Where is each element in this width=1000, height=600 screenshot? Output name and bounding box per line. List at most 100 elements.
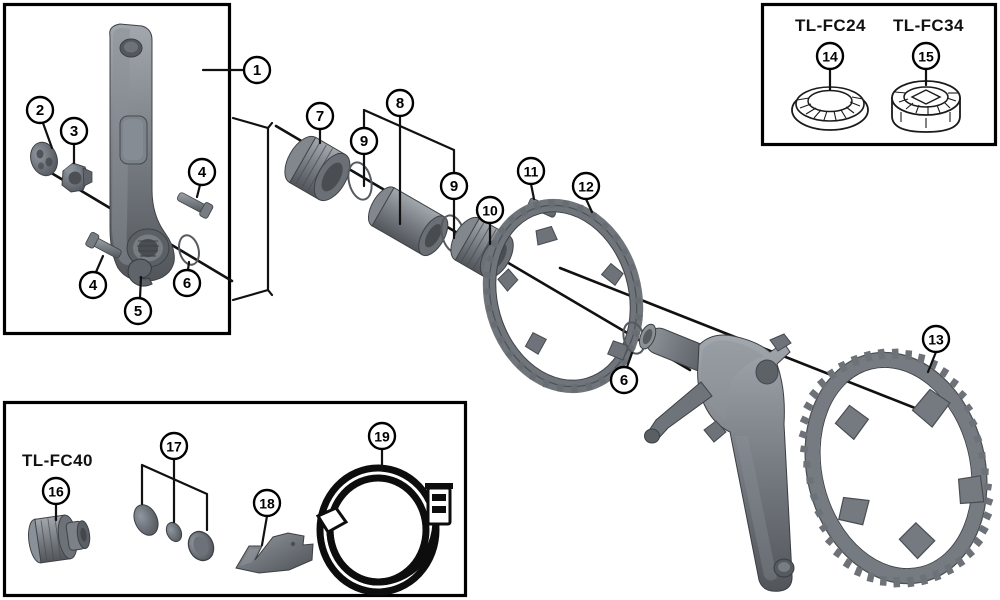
callout-7[interactable]: 7 [305, 101, 335, 131]
left-crank-arm [109, 23, 175, 282]
callout-5-circle [123, 296, 153, 326]
callout-8[interactable]: 8 [385, 88, 415, 118]
callout-6b-circle [609, 365, 639, 395]
callout-15[interactable]: 15 [911, 41, 941, 71]
bb-cup-right [450, 216, 514, 279]
leader-12 [584, 197, 594, 214]
callout-18-label: 18 [259, 496, 275, 512]
callout-14-label: 14 [822, 49, 838, 65]
callout-19-label: 19 [374, 429, 390, 445]
callout-18[interactable]: 18 [252, 488, 282, 518]
callout-7-label: 7 [316, 108, 324, 125]
callout-6a[interactable]: 6 [172, 268, 202, 298]
fixing-bolt-lower [85, 231, 122, 259]
callout-13-circle [921, 324, 951, 354]
callout-6a-label: 6 [183, 275, 191, 292]
callout-18-circle [252, 488, 282, 518]
lockring-tool [791, 86, 869, 131]
callout-13-label: 13 [928, 332, 944, 348]
safety-clip [127, 258, 153, 287]
leader-lines [41, 67, 938, 547]
callout-4b-circle [78, 270, 108, 300]
leader-13 [926, 350, 938, 374]
cable-connector-a [315, 506, 349, 535]
tool-label-tl-fc34: TL-FC34 [893, 16, 964, 35]
tool-label-tl-fc40: TL-FC40 [22, 451, 93, 470]
callout-15-label: 15 [918, 49, 934, 65]
callout-2[interactable]: 2 [25, 95, 55, 125]
callout-17[interactable]: 17 [159, 431, 189, 461]
callout-11[interactable]: 11 [516, 156, 546, 186]
callout-9a[interactable]: 9 [349, 126, 379, 156]
callout-14[interactable]: 14 [815, 41, 845, 71]
callout-1-circle [242, 55, 272, 85]
callout-4b[interactable]: 4 [78, 270, 108, 300]
callout-14-circle [815, 41, 845, 71]
charging-cable [315, 464, 453, 596]
leader-4b [94, 254, 105, 274]
callout-4a[interactable]: 4 [187, 157, 217, 187]
callout-13[interactable]: 13 [921, 324, 951, 354]
bb-tool [891, 80, 961, 133]
fixing-bolt-upper [177, 192, 214, 219]
outer-chainring [798, 348, 994, 588]
callout-19-circle [367, 421, 397, 451]
callout-6a-circle [172, 268, 202, 298]
callout-3-circle [59, 116, 89, 146]
leader-8-bracket [362, 108, 456, 175]
callout-8-circle [385, 88, 415, 118]
cover-cap-small [165, 521, 183, 543]
sensor-cover-plate [30, 141, 58, 177]
leader-5 [138, 275, 143, 300]
sensor-mount-clamp [61, 162, 93, 193]
callout-2-circle [25, 95, 55, 125]
cable-connector-b [425, 483, 453, 526]
box-left-crank-group [2, 2, 232, 336]
leader-2 [41, 121, 54, 150]
callout-15-circle [911, 41, 941, 71]
leader-17-bracket [140, 457, 209, 532]
callout-5-label: 5 [134, 303, 142, 320]
callout-2-label: 2 [36, 102, 44, 119]
callout-9a-label: 9 [360, 133, 368, 150]
callout-19[interactable]: 19 [367, 421, 397, 451]
right-crank-arm [638, 323, 795, 592]
callout-10[interactable]: 10 [475, 195, 505, 225]
tool-label-tl-fc24: TL-FC24 [795, 16, 866, 35]
callout-11-circle [516, 156, 546, 186]
callout-12[interactable]: 12 [571, 171, 601, 201]
crank-lug-boss [755, 359, 779, 385]
callout-9b[interactable]: 9 [439, 171, 469, 201]
leader-11 [529, 182, 536, 201]
callout-16-circle [41, 476, 71, 506]
callout-8-label: 8 [396, 95, 404, 112]
callout-3[interactable]: 3 [59, 116, 89, 146]
callout-10-label: 10 [482, 203, 498, 219]
callout-6b[interactable]: 6 [609, 365, 639, 395]
callout-9a-circle [349, 126, 379, 156]
leader-6a [186, 260, 191, 272]
bracket-plate [235, 532, 314, 574]
box-tools-top-group [760, 2, 998, 147]
callout-1[interactable]: 1 [242, 55, 272, 85]
leader-6b [625, 351, 634, 369]
callout-3-label: 3 [70, 123, 78, 140]
callout-5[interactable]: 5 [123, 296, 153, 326]
callout-17-circle [159, 431, 189, 461]
callout-10-circle [475, 195, 505, 225]
assembly-bracket [231, 116, 274, 302]
preload-tool [28, 514, 91, 564]
callout-12-circle [571, 171, 601, 201]
callout-16-label: 16 [48, 484, 64, 500]
cover-cap-large [133, 504, 159, 536]
cover-caps [133, 504, 215, 562]
box-tools-bottom-group [2, 400, 468, 598]
leader-18 [260, 514, 269, 547]
crank-lug-left [703, 420, 727, 443]
callout-4a-circle [187, 157, 217, 187]
callout-1-label: 1 [253, 62, 261, 79]
callout-16[interactable]: 16 [41, 476, 71, 506]
bb-sleeve [367, 186, 449, 257]
